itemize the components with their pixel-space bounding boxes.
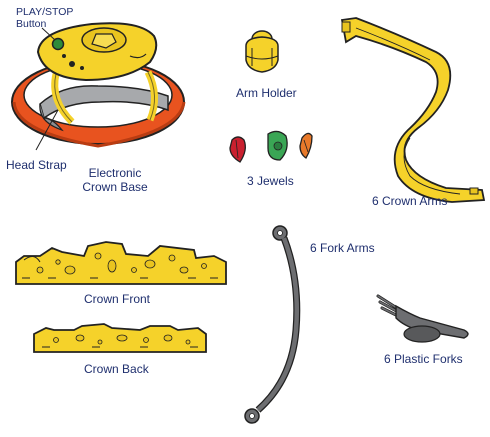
arm-holder-label: Arm Holder: [236, 86, 297, 100]
crown-arm-part: [340, 17, 486, 203]
plastic-fork-part: [376, 294, 469, 343]
electronic-crown-base-label: Electronic Crown Base: [70, 166, 160, 194]
arm-holder-part: [245, 30, 279, 73]
head-strap-label: Head Strap: [6, 158, 67, 172]
play-stop-button-label-line2: Button: [16, 18, 47, 30]
play-stop-button-part: [51, 37, 65, 51]
electronic-crown-base-part: [11, 22, 186, 151]
crown-arms-label: 6 Crown Arms: [372, 194, 448, 208]
play-stop-button-label: PLAY/STOP Button: [16, 6, 73, 30]
fork-arm-part: [244, 225, 301, 424]
play-stop-button-label-line1: PLAY/STOP: [16, 6, 74, 18]
jewels-part: [229, 130, 313, 163]
crown-front-part: [15, 241, 227, 285]
crown-front-label: Crown Front: [84, 292, 151, 306]
crown-back-label: Crown Back: [84, 362, 149, 376]
jewels-label: 3 Jewels: [247, 174, 294, 188]
head-strap-part: [39, 85, 169, 120]
electronic-crown-base-label-line2: Crown Base: [82, 180, 148, 194]
electronic-crown-base-label-line1: Electronic: [88, 166, 142, 180]
crown-back-part: [33, 323, 207, 353]
plastic-forks-label: 6 Plastic Forks: [384, 352, 463, 366]
fork-arms-label: 6 Fork Arms: [310, 241, 375, 255]
